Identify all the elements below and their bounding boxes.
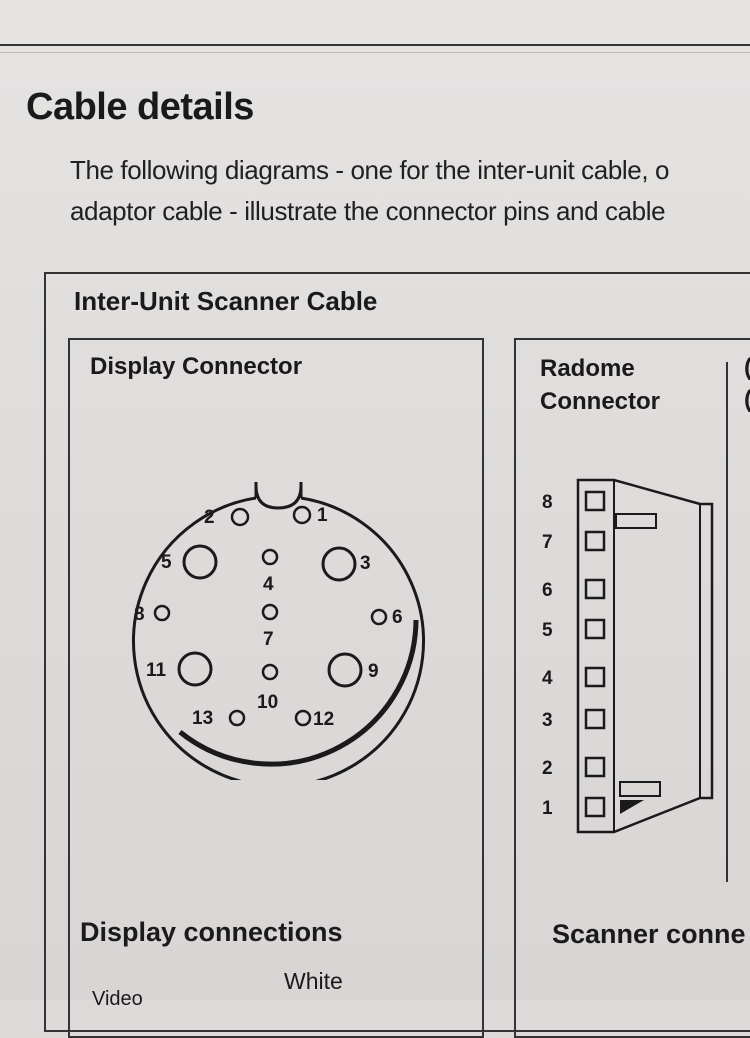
next-panel-title-stub-2: ( xyxy=(744,386,750,414)
radome-pin-1 xyxy=(584,796,606,818)
display-connector-title: Display Connector xyxy=(90,353,303,380)
radome-pin-8 xyxy=(584,490,606,512)
scanner-connections-title: Scanner conne xyxy=(552,919,746,949)
radome-pin-label-1: 1 xyxy=(542,798,553,819)
radome-pin-4 xyxy=(584,666,606,688)
pin-label-1: 1 xyxy=(317,505,328,526)
radome-pin-5 xyxy=(584,618,606,640)
intro-line-1: The following diagrams - one for the int… xyxy=(70,155,670,185)
wire-color-label: White xyxy=(284,968,343,994)
pin-label-9: 9 xyxy=(368,661,379,682)
radome-pin-label-4: 4 xyxy=(542,668,553,689)
pin-5 xyxy=(182,544,218,580)
radome-connector-body xyxy=(576,478,714,834)
radome-pin-label-3: 3 xyxy=(542,710,553,731)
pin-label-12: 12 xyxy=(313,709,334,730)
radome-pin-label-8: 8 xyxy=(542,492,553,513)
radome-pin-7 xyxy=(584,530,606,552)
pin-1 xyxy=(292,505,312,525)
radome-connector-inner xyxy=(613,480,701,832)
radome-title-line-2: Connector xyxy=(540,388,660,415)
radome-pin-label-2: 2 xyxy=(542,758,553,779)
display-connections-title: Display connections xyxy=(80,917,343,947)
connector-key-notch xyxy=(254,482,303,510)
pin-2 xyxy=(230,507,250,527)
pin-label-10: 10 xyxy=(257,692,278,713)
pin-label-2: 2 xyxy=(204,507,215,528)
pin-label-8: 8 xyxy=(134,604,145,625)
latch-bottom xyxy=(619,781,661,797)
radome-title-line-1: Radome xyxy=(540,355,635,382)
pin-3 xyxy=(321,546,357,582)
top-rule-secondary xyxy=(0,52,750,53)
panel-divider xyxy=(726,362,728,882)
connector-shell-shadow xyxy=(178,619,419,767)
pin-9 xyxy=(327,652,363,688)
radome-pin-2 xyxy=(584,756,606,778)
pin-label-7: 7 xyxy=(263,629,274,650)
pin-11 xyxy=(177,651,213,687)
radome-pin-3 xyxy=(584,708,606,730)
pin-4 xyxy=(261,548,279,566)
radome-pin-6 xyxy=(584,578,606,600)
radome-pin-label-7: 7 xyxy=(542,532,553,553)
radome-pin-label-6: 6 xyxy=(542,580,553,601)
pin-label-3: 3 xyxy=(360,553,371,574)
intro-line-2: adaptor cable - illustrate the connector… xyxy=(70,196,666,226)
pin-label-4: 4 xyxy=(263,574,274,595)
pin-label-13: 13 xyxy=(192,708,213,729)
latch-top xyxy=(615,513,657,529)
pin-7 xyxy=(261,603,279,621)
pin-13 xyxy=(228,709,246,727)
section-heading: Cable details xyxy=(26,86,254,128)
cable-figure-title: Inter-Unit Scanner Cable xyxy=(74,286,378,316)
latch-bottom-wedge xyxy=(620,800,644,814)
pin-label-11: 11 xyxy=(146,660,167,681)
pin-12 xyxy=(294,709,312,727)
pin-8 xyxy=(153,604,171,622)
radome-connector-title: Radome Connector xyxy=(540,352,660,418)
pin-label-5: 5 xyxy=(161,552,172,573)
next-panel-title-stub-1: ( xyxy=(744,354,750,382)
pin-label-6: 6 xyxy=(392,607,403,628)
pin-10 xyxy=(261,663,279,681)
top-rule xyxy=(0,44,750,46)
intro-paragraph: The following diagrams - one for the int… xyxy=(70,150,750,232)
radome-pin-label-5: 5 xyxy=(542,620,553,641)
display-connector-diagram: 2 1 5 3 4 8 6 7 11 9 10 13 12 xyxy=(132,482,425,780)
radome-connector-diagram: 8 7 6 5 4 3 2 1 xyxy=(542,478,714,834)
pin-6 xyxy=(370,608,388,626)
connector-shell xyxy=(132,496,425,780)
